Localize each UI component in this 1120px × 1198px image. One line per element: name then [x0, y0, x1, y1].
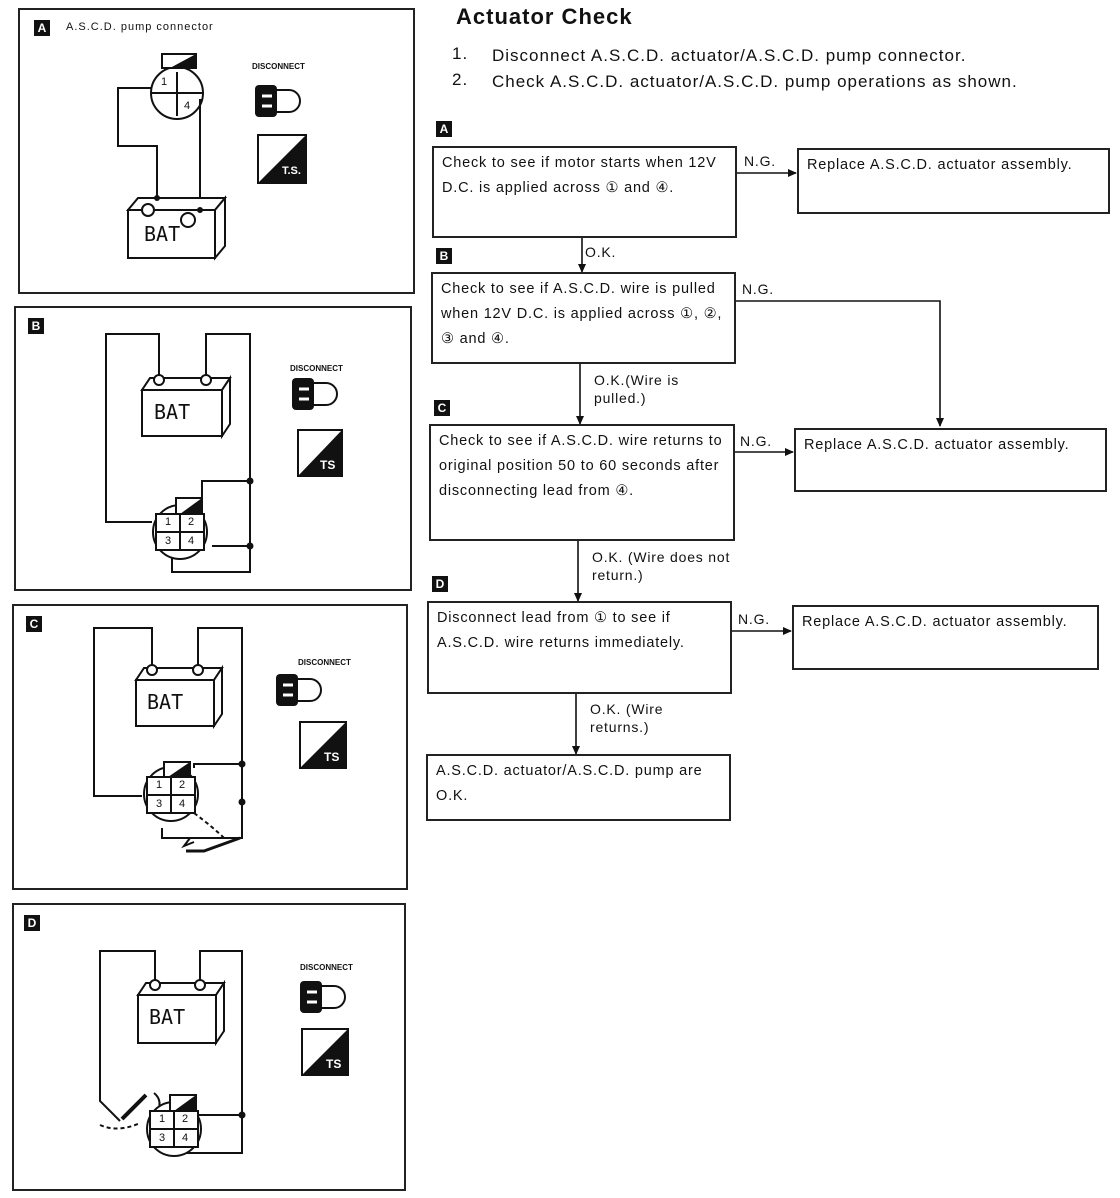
pump-connector-wiring-diagram [117, 53, 307, 261]
ts-label: T.S. [282, 165, 301, 177]
ng-label: N.G. [742, 281, 774, 297]
disconnect-label: DISCONNECT [298, 658, 351, 667]
panel-title: A.S.C.D. pump connector [66, 21, 214, 33]
panel-tag-b: B [28, 318, 44, 334]
disconnect-label: DISCONNECT [300, 963, 353, 972]
ok-label: O.K.(Wire is pulled.) [594, 372, 680, 406]
panel-tag-d: D [24, 915, 40, 931]
immediate-return-wiring-diagram [99, 950, 349, 1157]
diagram-panel-a: A A.S.C.D. pump connector 1 4 BAT DISCON… [18, 8, 415, 294]
wire-pull-wiring-diagram [105, 333, 343, 573]
ok-label: O.K. (Wire does not return.) [592, 549, 731, 583]
step-2: 2. Check A.S.C.D. actuator/A.S.C.D. pump… [452, 70, 1092, 118]
panel-tag-a: A [34, 20, 50, 36]
diagram-panel-c: C 1 2 3 4 BAT DISCONNE [12, 604, 408, 890]
page-title: Actuator Check [456, 4, 633, 29]
check-box-disconnect-lead: Disconnect lead from ① to see if A.S.C.D… [427, 601, 732, 694]
step-text: Disconnect A.S.C.D. actuator/A.S.C.D. pu… [492, 46, 967, 65]
disconnect-label: DISCONNECT [290, 364, 343, 373]
step-number: 2. [452, 70, 469, 89]
connector-pin-4: 4 [182, 1132, 189, 1144]
ts-label: TS [324, 750, 340, 764]
connector-pin-3: 3 [156, 798, 163, 810]
connector-pin-3: 3 [159, 1132, 166, 1144]
replace-box-3: Replace A.S.C.D. actuator assembly. [792, 605, 1099, 670]
check-box-wire-returns: Check to see if A.S.C.D. wire returns to… [429, 424, 735, 541]
ts-label: TS [326, 1057, 342, 1071]
flow-tag-a: A [436, 121, 452, 137]
result-box-ok: A.S.C.D. actuator/A.S.C.D. pump are O.K. [426, 754, 731, 821]
check-box-motor-start: Check to see if motor starts when 12V D.… [432, 146, 737, 238]
connector-pin-4: 4 [179, 798, 186, 810]
replace-box-2: Replace A.S.C.D. actuator assembly. [794, 428, 1107, 492]
ng-label: N.G. [744, 153, 776, 169]
connector-pin-2: 2 [182, 1113, 189, 1125]
ng-label: N.G. [740, 433, 772, 449]
battery-label: BAT [144, 222, 181, 246]
battery-label: BAT [154, 400, 191, 424]
flow-tag-c: C [434, 400, 450, 416]
flow-tag-b: B [436, 248, 452, 264]
panel-tag-c: C [26, 616, 42, 632]
step-text: Check A.S.C.D. actuator/A.S.C.D. pump op… [492, 72, 1018, 91]
diagram-panel-d: D 1 2 3 4 BAT DISCONNECT [12, 903, 406, 1191]
step-1: 1. Disconnect A.S.C.D. actuator/A.S.C.D.… [452, 44, 1092, 68]
connector-pin-1: 1 [165, 516, 172, 528]
disconnect-label: DISCONNECT [252, 62, 305, 71]
ts-label: TS [320, 458, 336, 472]
diagram-panel-b: B 1 2 3 4 BAT DISCONNECT TS [14, 306, 412, 591]
check-box-wire-pulled: Check to see if A.S.C.D. wire is pulled … [431, 272, 736, 364]
connector-pin-1: 1 [159, 1113, 166, 1125]
wire-return-wiring-diagram [93, 627, 347, 853]
connector-pin-4: 4 [188, 535, 195, 547]
ok-label: O.K. [585, 244, 617, 260]
step-number: 1. [452, 44, 469, 63]
connector-pin-3: 3 [165, 535, 172, 547]
battery-label: BAT [147, 690, 184, 714]
ok-label: O.K. (Wire returns.) [590, 701, 664, 735]
flow-tag-d: D [432, 576, 448, 592]
connector-pin-1: 1 [161, 76, 168, 88]
battery-label: BAT [149, 1005, 186, 1029]
connector-pin-4: 4 [184, 100, 191, 112]
connector-pin-2: 2 [188, 516, 195, 528]
ng-label: N.G. [738, 611, 770, 627]
replace-box-1: Replace A.S.C.D. actuator assembly. [797, 148, 1110, 214]
connector-pin-2: 2 [179, 779, 186, 791]
connector-pin-1: 1 [156, 779, 163, 791]
